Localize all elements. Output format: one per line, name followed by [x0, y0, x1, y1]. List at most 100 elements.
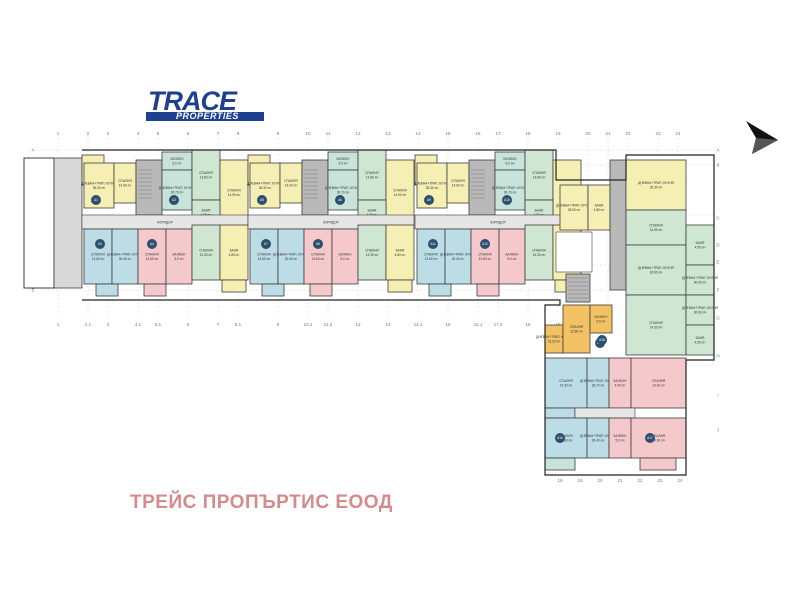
- stair-core: [135, 159, 163, 216]
- axis-label-top: 18: [525, 131, 531, 136]
- entrance-hall: [53, 157, 83, 289]
- room-name-label: СПАЛНЯ: [424, 253, 438, 257]
- wing-hall: [555, 231, 593, 273]
- room-bath: [685, 324, 715, 356]
- room-area-label: 31.20 m²: [548, 340, 561, 344]
- room-area-label: 14.90 m²: [119, 184, 132, 188]
- room-area-label: 14.30 m²: [366, 253, 379, 257]
- room-name-label: БАНЯ: [396, 249, 405, 253]
- room-area-label: 14.90 m²: [394, 193, 407, 197]
- room-name-label: ДНЕВНА+ТРАП. КУХНЯ: [81, 182, 117, 186]
- room-area-label: 35.30 m²: [426, 186, 439, 190]
- room-area-label: 5.0 m²: [172, 162, 181, 166]
- room-name-label: ДНЕВНА+ТРАП. КУХНЯ: [107, 253, 143, 257]
- axis-label-bottom-wing: 23: [657, 478, 663, 483]
- room-area-label: 30.70 m²: [171, 191, 184, 195]
- axis-label-top: 9: [277, 131, 280, 136]
- stair-core: [301, 159, 329, 216]
- axis-label-top: 5: [157, 131, 160, 136]
- room-area-label: 13.60 m²: [479, 257, 492, 261]
- axis-label-bottom: 12: [355, 322, 361, 327]
- room-living: [625, 244, 687, 296]
- axis-label-bottom: 7: [217, 322, 220, 327]
- room-name-label: БАЛКОН: [506, 253, 520, 257]
- axis-label-bottom: 4.1: [135, 322, 142, 327]
- room-area-label: 28.90 m²: [568, 208, 581, 212]
- room-area-label: 13.60 m²: [312, 257, 325, 261]
- unit-badge-label: А17: [647, 436, 653, 440]
- axis-label-right: B: [716, 163, 719, 168]
- room-area-label: 35.30 m²: [93, 186, 106, 190]
- corridor-lower: [574, 407, 636, 419]
- unit-badge: [313, 239, 323, 249]
- room-name-label: СПАЛНЯ: [393, 189, 407, 193]
- axis-label-top: 21: [605, 131, 611, 136]
- building-outline: [82, 149, 715, 476]
- room-balcony: [261, 283, 285, 297]
- room-balcony: [387, 279, 413, 293]
- room-area-label: 12.60 m²: [570, 330, 583, 334]
- axis-label-top: 3: [107, 131, 110, 136]
- axis-label-bottom-wing: 18: [557, 478, 563, 483]
- room-area-label: 14.30 m²: [533, 253, 546, 257]
- corridor-label: КОРИДОР: [490, 221, 505, 225]
- room-name-label: СПАЛНЯ: [227, 189, 241, 193]
- room-area-label: 13.30 m²: [560, 439, 573, 443]
- axis-label-bottom: 2.1: [85, 322, 92, 327]
- room-area-label: 13.80 m²: [366, 176, 379, 180]
- axis-label-top: 4: [137, 131, 140, 136]
- room-corridor: [309, 283, 333, 297]
- room-name-label: БАЛКОН: [173, 253, 187, 257]
- room-name-label: ДНЕВНА+ТРАП. КУХНЯ: [536, 335, 572, 339]
- room-area-label: 14.90 m²: [285, 184, 298, 188]
- room-name-label: ДНЕВНА+ТРАП. КУХНЯ: [247, 182, 283, 186]
- axis-label-bottom: 8.1: [235, 322, 242, 327]
- room-name-label: БАНЯ: [535, 209, 544, 213]
- unit-badge-label: А16: [557, 436, 563, 440]
- room-name-label: СПАЛНЯ: [199, 171, 213, 175]
- axis-label-top: 17: [495, 131, 501, 136]
- axis-label-bottom: 5.1: [155, 322, 162, 327]
- room-bedroom: [191, 224, 221, 281]
- room-name-label: ДНЕВНА+ТРАП. КУХНЯ: [682, 306, 718, 310]
- axis-label-right: G: [716, 316, 720, 321]
- room-name-label: БАНЯ: [230, 249, 239, 253]
- logo-text-trace: TRACE: [148, 86, 237, 116]
- unit-badge: [597, 335, 607, 345]
- room-area-label: 14.90 m²: [452, 184, 465, 188]
- room-bedroom: [83, 228, 113, 285]
- axis-label-bottom: 17.2: [494, 322, 503, 327]
- room-name-label: СПАЛНЯ: [559, 434, 573, 438]
- room-area-label: 4.80 m²: [594, 208, 605, 212]
- room-bedroom: [625, 209, 687, 246]
- axis-label-right: C: [716, 216, 720, 221]
- room-name-label: БАЛКОН: [339, 253, 353, 257]
- unit-badge: [257, 195, 267, 205]
- axis-label-bottom: 11.2: [324, 322, 333, 327]
- room-name-label: ДНЕВНА+ТРАП. КУХНЯ: [273, 253, 309, 257]
- unit-badge-label: А3: [98, 242, 102, 246]
- room-area-label: 35.30 m²: [259, 186, 272, 190]
- room-name-label: ДНЕВНА+ТРАП. КУХНЯ: [414, 182, 450, 186]
- room-area-label: 35.30 m²: [650, 186, 663, 190]
- room-name-label: СПАЛНЯ: [199, 249, 213, 253]
- room-balcony: [428, 283, 452, 297]
- axis-label-bottom: 18: [525, 322, 531, 327]
- room-corridor: [476, 283, 500, 297]
- unit-badge-label: А2: [172, 198, 176, 202]
- axis-label-top: 24: [675, 131, 681, 136]
- trace-properties-logo: TRACE PROPERTIES: [146, 86, 268, 124]
- room-living: [111, 228, 139, 285]
- room-area-label: 30.70 m²: [504, 191, 517, 195]
- room-area-label: 4.50 m²: [615, 384, 626, 388]
- room-name-label: ДНЕВНА+ТРАП. КУХНЯ: [159, 186, 195, 190]
- axis-label-bottom-wing: 19: [577, 478, 583, 483]
- room-name-label: СПАЛНЯ: [451, 179, 465, 183]
- axis-label-top: 10: [305, 131, 311, 136]
- axis-label-bottom-wing: 21: [617, 478, 623, 483]
- room-bedroom: [562, 304, 591, 354]
- room-bedroom: [625, 294, 687, 356]
- room-area-label: 30.40 m²: [452, 257, 465, 261]
- room-area-label: 30.40 m²: [285, 257, 298, 261]
- axis-label-top: 15: [445, 131, 451, 136]
